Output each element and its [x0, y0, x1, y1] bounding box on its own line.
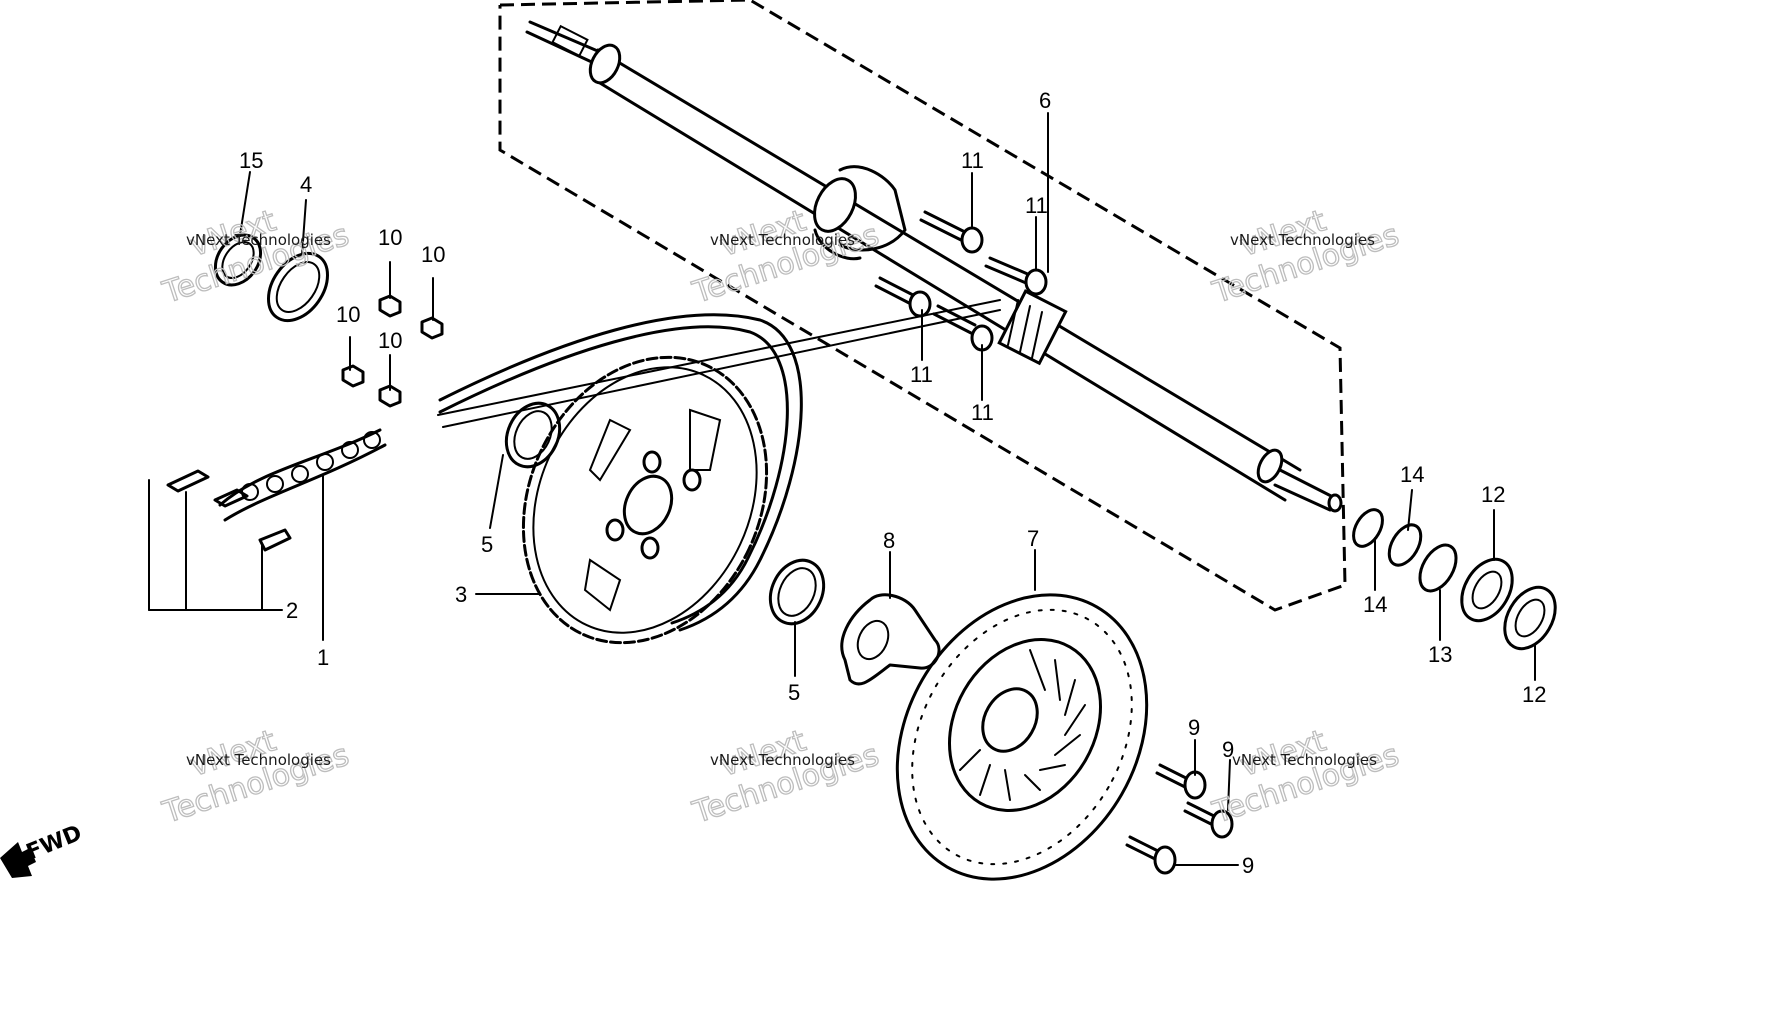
rear-axle — [525, 20, 1343, 513]
watermark-small: vNext Technologies — [186, 231, 331, 249]
callout-14: 14 — [1400, 462, 1424, 487]
o-rings — [504, 401, 826, 626]
watermark-small: vNext Technologies — [1232, 751, 1377, 769]
axle-group-boundary — [498, 0, 1347, 612]
watermark-small: vNext Technologies — [710, 751, 855, 769]
drive-chain — [166, 299, 1001, 552]
brake-disc — [895, 593, 1149, 881]
callout-15: 15 — [239, 148, 263, 173]
callout-13: 13 — [1428, 642, 1452, 667]
callout-10: 10 — [336, 302, 360, 327]
callout-10: 10 — [378, 225, 402, 250]
callout-5: 5 — [481, 532, 493, 557]
callout-11: 11 — [971, 400, 994, 425]
callout-11: 11 — [910, 362, 933, 387]
callout-5: 5 — [788, 680, 800, 705]
disc-bolts — [1125, 763, 1234, 875]
callout-3: 3 — [455, 582, 467, 607]
callout-9: 9 — [1222, 737, 1234, 762]
callout-1: 1 — [317, 645, 329, 670]
callout-6: 6 — [1039, 88, 1051, 113]
leader-lines — [148, 112, 1536, 866]
callout-11: 11 — [1025, 193, 1048, 218]
watermark-small: vNext Technologies — [710, 231, 855, 249]
callout-12: 12 — [1522, 682, 1546, 707]
callout-11: 11 — [961, 148, 984, 173]
callout-9: 9 — [1242, 853, 1254, 878]
callout-8: 8 — [883, 528, 895, 553]
chain-loop — [438, 313, 803, 632]
callout-12: 12 — [1481, 482, 1505, 507]
callout-4: 4 — [300, 172, 312, 197]
callout-10: 10 — [378, 328, 402, 353]
rear-sprocket — [521, 355, 769, 645]
forward-direction-arrow — [0, 842, 36, 878]
brake-caliper-holder — [840, 593, 941, 686]
callout-10: 10 — [421, 242, 445, 267]
watermark-small: vNext Technologies — [186, 751, 331, 769]
callout-2: 2 — [286, 598, 298, 623]
bearing-stack — [1352, 508, 1557, 651]
callout-14: 14 — [1363, 592, 1387, 617]
circlip-and-seal — [213, 233, 329, 323]
watermarks: vNext Technologies vNext Technologies vN… — [157, 203, 1403, 832]
watermark-small: vNext Technologies — [1230, 231, 1375, 249]
fwd-label: FWD — [23, 821, 86, 866]
callout-9: 9 — [1188, 715, 1200, 740]
callout-7: 7 — [1027, 526, 1039, 551]
